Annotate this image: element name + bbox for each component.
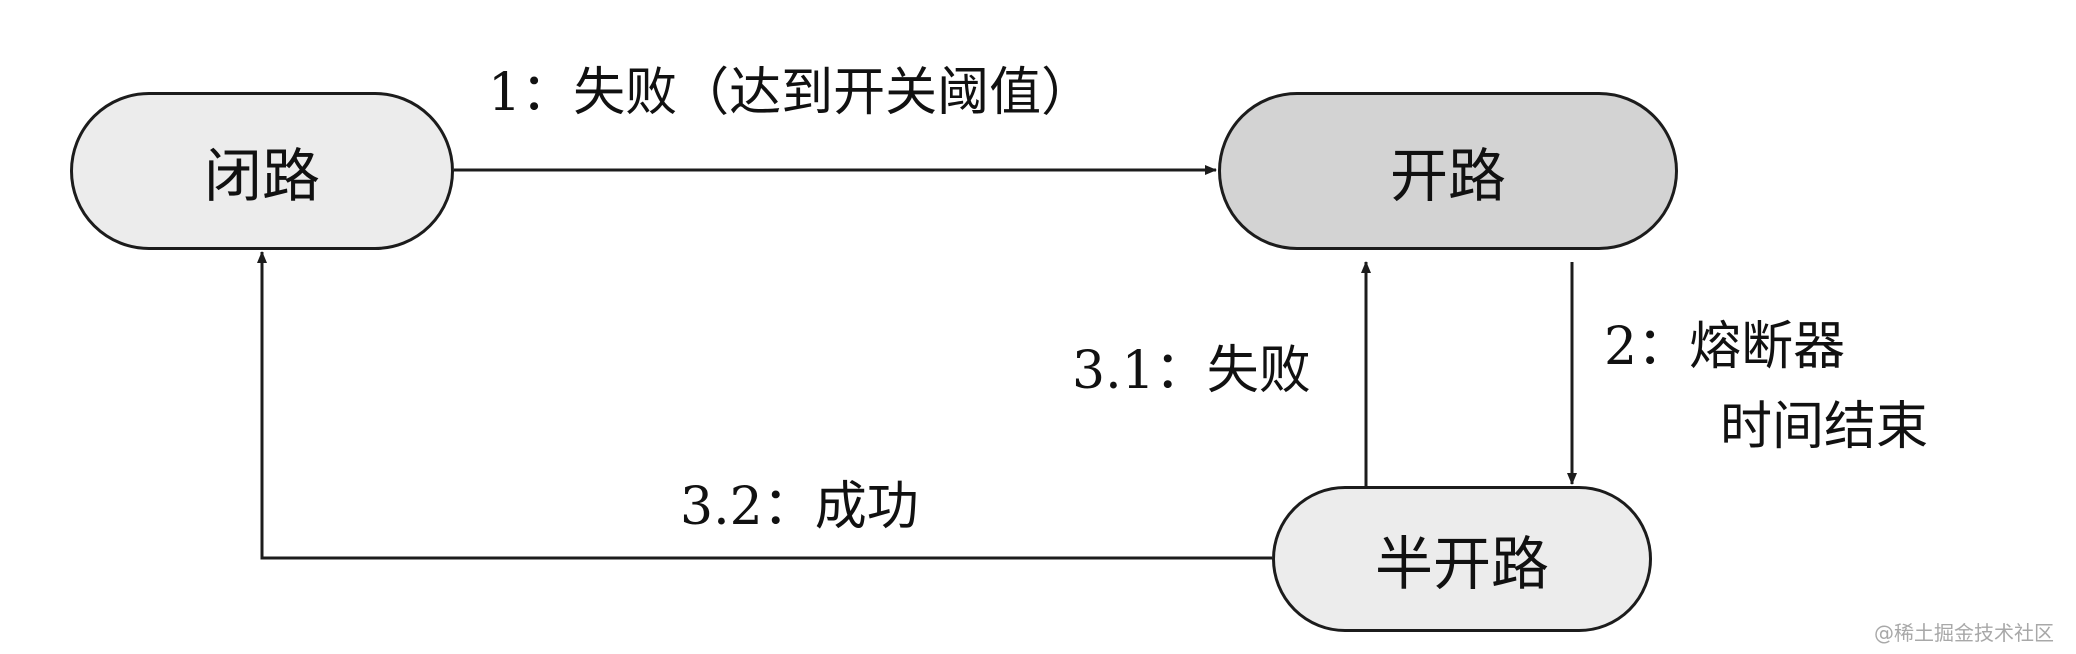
watermark: @稀土掘金技术社区 bbox=[1874, 621, 2054, 645]
transition-label-failure-threshold: 1：失败（达到开关阈值） bbox=[488, 63, 1094, 123]
state-closed: 闭路 bbox=[70, 92, 454, 250]
transition-label-breaker-timeout-line2: 时间结束 bbox=[1720, 397, 1929, 457]
state-open: 开路 bbox=[1218, 92, 1678, 250]
transition-label-breaker-timeout-line1: 2：熔断器 bbox=[1604, 317, 1846, 377]
arrow-half-open-to-closed bbox=[257, 251, 1272, 560]
transition-label-half-open-success: 3.2：成功 bbox=[680, 477, 919, 537]
state-half-open: 半开路 bbox=[1272, 486, 1652, 632]
transition-label-half-open-failure: 3.1：失败 bbox=[1072, 341, 1311, 401]
